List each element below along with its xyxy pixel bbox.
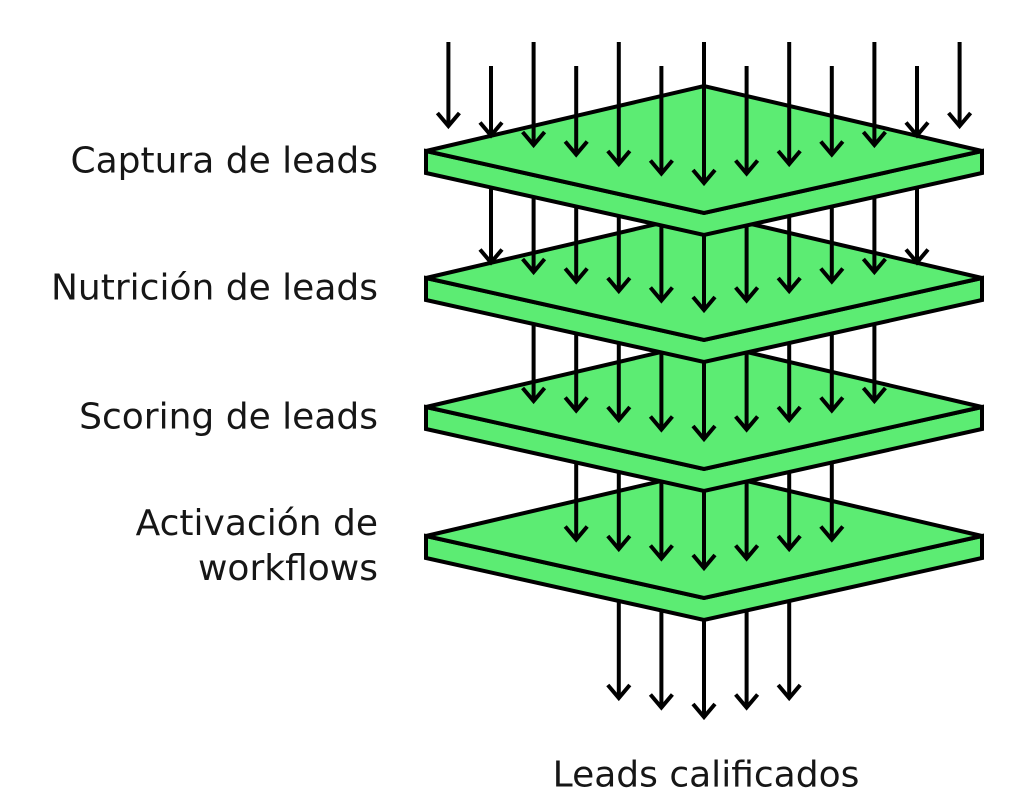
flow-arrow-head — [521, 257, 547, 276]
flow-arrow-head — [947, 111, 973, 130]
flow-arrow-head — [734, 286, 760, 304]
flow-arrow-head — [563, 267, 589, 285]
flow-arrow-head — [478, 248, 504, 266]
flow-arrow-head — [904, 121, 930, 139]
flow-arrow-head — [734, 544, 760, 562]
flow-arrow-head — [861, 386, 887, 405]
flow-arrow-head — [819, 140, 845, 158]
flow-arrow-head — [435, 111, 461, 130]
flow-arrow-head — [691, 553, 717, 572]
flow-arrow-head — [734, 693, 760, 711]
flow-arrow-head — [606, 149, 632, 168]
flow-arrow-head — [861, 257, 887, 276]
flow-arrow-head — [776, 534, 802, 553]
flow-arrow-head — [691, 702, 717, 721]
flow-arrow-head — [776, 683, 802, 702]
flow-arrow-head — [819, 396, 845, 414]
flow-arrow-head — [691, 295, 717, 314]
flow-arrow-head — [734, 159, 760, 177]
flow-arrow-head — [648, 415, 674, 433]
flow-arrow-head — [648, 693, 674, 711]
flow-arrow-head — [563, 140, 589, 158]
flow-arrow-head — [563, 396, 589, 414]
flow-arrow-head — [734, 415, 760, 433]
flow-arrow-head — [691, 424, 717, 443]
flow-arrow-head — [606, 683, 632, 702]
flow-arrow-head — [648, 159, 674, 177]
flow-arrow-head — [776, 276, 802, 295]
label-scoring-de-leads: Scoring de leads — [79, 396, 378, 438]
flow-arrow-head — [478, 121, 504, 139]
label-captura-de-leads: Captura de leads — [70, 140, 378, 182]
flow-arrow-head — [521, 386, 547, 405]
flow-arrow-head — [776, 149, 802, 168]
label-activacion-de-workflows: Activación de workflows — [135, 503, 378, 589]
flow-arrow-head — [904, 248, 930, 266]
flow-arrow-head — [606, 534, 632, 553]
flow-arrow-head — [819, 267, 845, 285]
label-nutricion-de-leads: Nutrición de leads — [50, 267, 378, 309]
flow-arrow-head — [521, 130, 547, 149]
flow-arrow-head — [691, 168, 717, 187]
flow-arrow-head — [648, 544, 674, 562]
flow-arrow-head — [606, 405, 632, 424]
flow-arrow-head — [648, 286, 674, 304]
flow-arrow-head — [819, 525, 845, 543]
label-leads-calificados: Leads calificados — [552, 754, 860, 796]
flow-arrow-head — [606, 276, 632, 295]
flow-arrow-head — [861, 130, 887, 149]
flow-arrow-head — [563, 525, 589, 543]
flow-arrow-head — [776, 405, 802, 424]
